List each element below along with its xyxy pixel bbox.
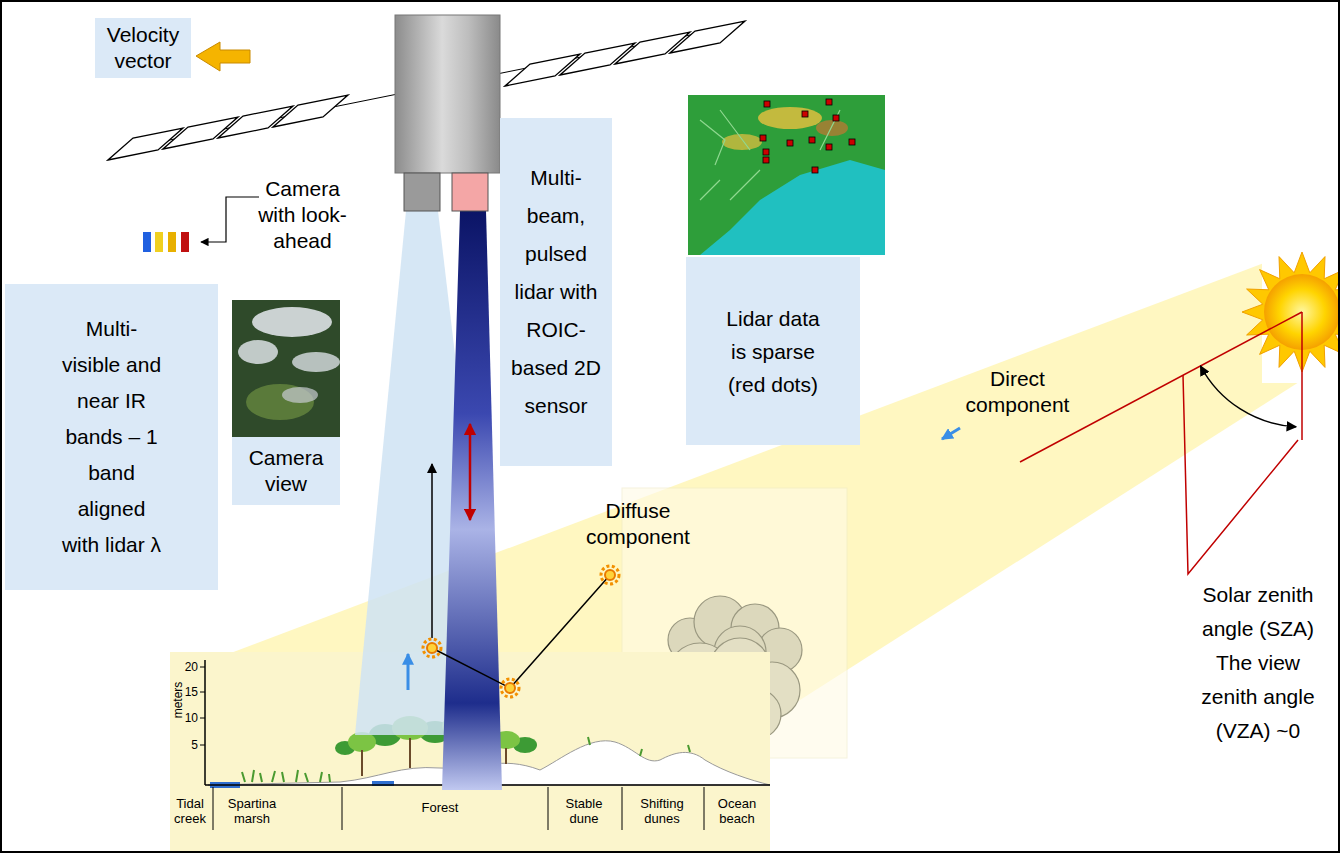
lidar-map bbox=[722, 134, 762, 150]
zone-label: Tidal creek bbox=[170, 796, 210, 826]
satellite-bus bbox=[395, 15, 500, 211]
annotation-label: Solar zenith angle (SZA) bbox=[1190, 578, 1326, 646]
angle-lines bbox=[1301, 312, 1303, 440]
callout-box: Multi-beam, pulsed lidar with ROIC-based… bbox=[500, 118, 612, 466]
annotation-label: The view zenith angle (VZA) ~0 bbox=[1190, 646, 1326, 748]
camera-image bbox=[232, 300, 340, 437]
angle-lines bbox=[1020, 312, 1302, 462]
camera-image bbox=[238, 340, 278, 364]
satellite-bus bbox=[452, 173, 488, 211]
callout-box: Lidar data is sparse (red dots) bbox=[686, 257, 860, 445]
lidar-map bbox=[816, 120, 848, 136]
satellite-bus bbox=[404, 173, 440, 211]
sunlight-beam bbox=[170, 255, 1310, 853]
zone-label: Ocean beach bbox=[707, 796, 767, 826]
ground-profile bbox=[409, 738, 411, 768]
scatter-point bbox=[505, 683, 515, 693]
lidar-map bbox=[809, 137, 815, 143]
ground-profile bbox=[505, 748, 507, 764]
light-path bbox=[432, 575, 610, 688]
lidar-map bbox=[688, 95, 885, 255]
lidar-map bbox=[758, 107, 822, 129]
annotation-label: Camera with look-ahead bbox=[255, 176, 350, 254]
sunlight-beam bbox=[170, 255, 1310, 853]
lidar-map bbox=[826, 144, 832, 150]
spectral-bands bbox=[155, 232, 163, 252]
spectral-bands bbox=[143, 232, 189, 252]
ground-profile bbox=[213, 787, 704, 830]
scatter-point bbox=[423, 639, 441, 657]
camera-image bbox=[282, 387, 318, 403]
axis-tick-label: 20 bbox=[182, 660, 198, 674]
lidar-map bbox=[802, 111, 808, 117]
scatter-point bbox=[501, 679, 519, 697]
lidar-map bbox=[833, 115, 839, 121]
light-path bbox=[469, 424, 472, 520]
box-text: Multi-visible and near IR bands – 1 band… bbox=[59, 311, 164, 563]
satellite-bus bbox=[395, 15, 500, 173]
ground-profile bbox=[200, 667, 205, 745]
leader-line bbox=[201, 197, 259, 242]
axis-title: meters bbox=[171, 675, 185, 725]
scatter-point bbox=[605, 570, 615, 580]
lidar-map bbox=[787, 140, 793, 146]
box-text: Multi-beam, pulsed lidar with ROIC-based… bbox=[510, 159, 602, 425]
zone-label: Spartina marsh bbox=[215, 796, 289, 826]
angle-lines bbox=[1201, 366, 1297, 427]
callout-box: Multi-visible and near IR bands – 1 band… bbox=[5, 284, 218, 590]
angle-lines bbox=[1020, 312, 1302, 574]
light-path bbox=[431, 464, 433, 638]
camera-image bbox=[252, 307, 332, 337]
light-path bbox=[942, 428, 960, 439]
box-text: Velocity vector bbox=[99, 22, 187, 74]
solar-panel bbox=[670, 21, 745, 53]
callout-box: Velocity vector bbox=[95, 18, 191, 78]
sun-symbol bbox=[1242, 238, 1340, 383]
annotation-label: Direct component bbox=[955, 366, 1080, 418]
velocity-arrow bbox=[196, 42, 250, 71]
camera-image bbox=[232, 300, 340, 437]
lidar-map bbox=[700, 110, 840, 200]
lidar-beam bbox=[442, 211, 502, 790]
solar-panel bbox=[273, 95, 348, 127]
lidar-map bbox=[849, 139, 855, 145]
velocity-arrow bbox=[196, 42, 250, 71]
axis-tick-label: 5 bbox=[182, 738, 198, 752]
zone-label: Stable dune bbox=[551, 796, 617, 826]
spectral-bands bbox=[181, 232, 189, 252]
annotation-label: Diffuse component bbox=[578, 498, 698, 550]
axis-tick-label: 15 bbox=[182, 685, 198, 699]
sun-symbol bbox=[1242, 252, 1340, 372]
lidar-map bbox=[688, 95, 885, 255]
spectral-bands bbox=[168, 232, 176, 252]
lidar-map bbox=[764, 101, 770, 107]
box-text: Lidar data is sparse (red dots) bbox=[718, 302, 828, 401]
callout-box: Camera view bbox=[232, 437, 340, 505]
light-path bbox=[407, 654, 410, 690]
zone-label: Forest bbox=[380, 800, 500, 815]
lidar-map bbox=[812, 167, 818, 173]
scatter-point bbox=[427, 643, 437, 653]
lidar-map bbox=[688, 95, 885, 255]
camera-image bbox=[292, 352, 340, 372]
lidar-beam bbox=[442, 211, 502, 790]
lidar-map bbox=[826, 99, 832, 105]
lidar-map bbox=[760, 135, 766, 141]
lidar-map bbox=[763, 149, 769, 155]
scatter-point bbox=[601, 566, 619, 584]
spectral-bands bbox=[143, 232, 151, 252]
ground-profile bbox=[361, 750, 363, 776]
scatter-point bbox=[423, 566, 619, 697]
light-path bbox=[408, 424, 960, 690]
lidar-map bbox=[763, 157, 769, 163]
box-text: Camera view bbox=[236, 445, 336, 497]
zone-label: Shifting dunes bbox=[627, 796, 697, 826]
angle-lines bbox=[1183, 375, 1298, 574]
axis-tick-label: 10 bbox=[182, 711, 198, 725]
leader-line bbox=[201, 197, 259, 242]
ground-profile bbox=[204, 660, 206, 785]
lidar-map bbox=[760, 99, 855, 173]
